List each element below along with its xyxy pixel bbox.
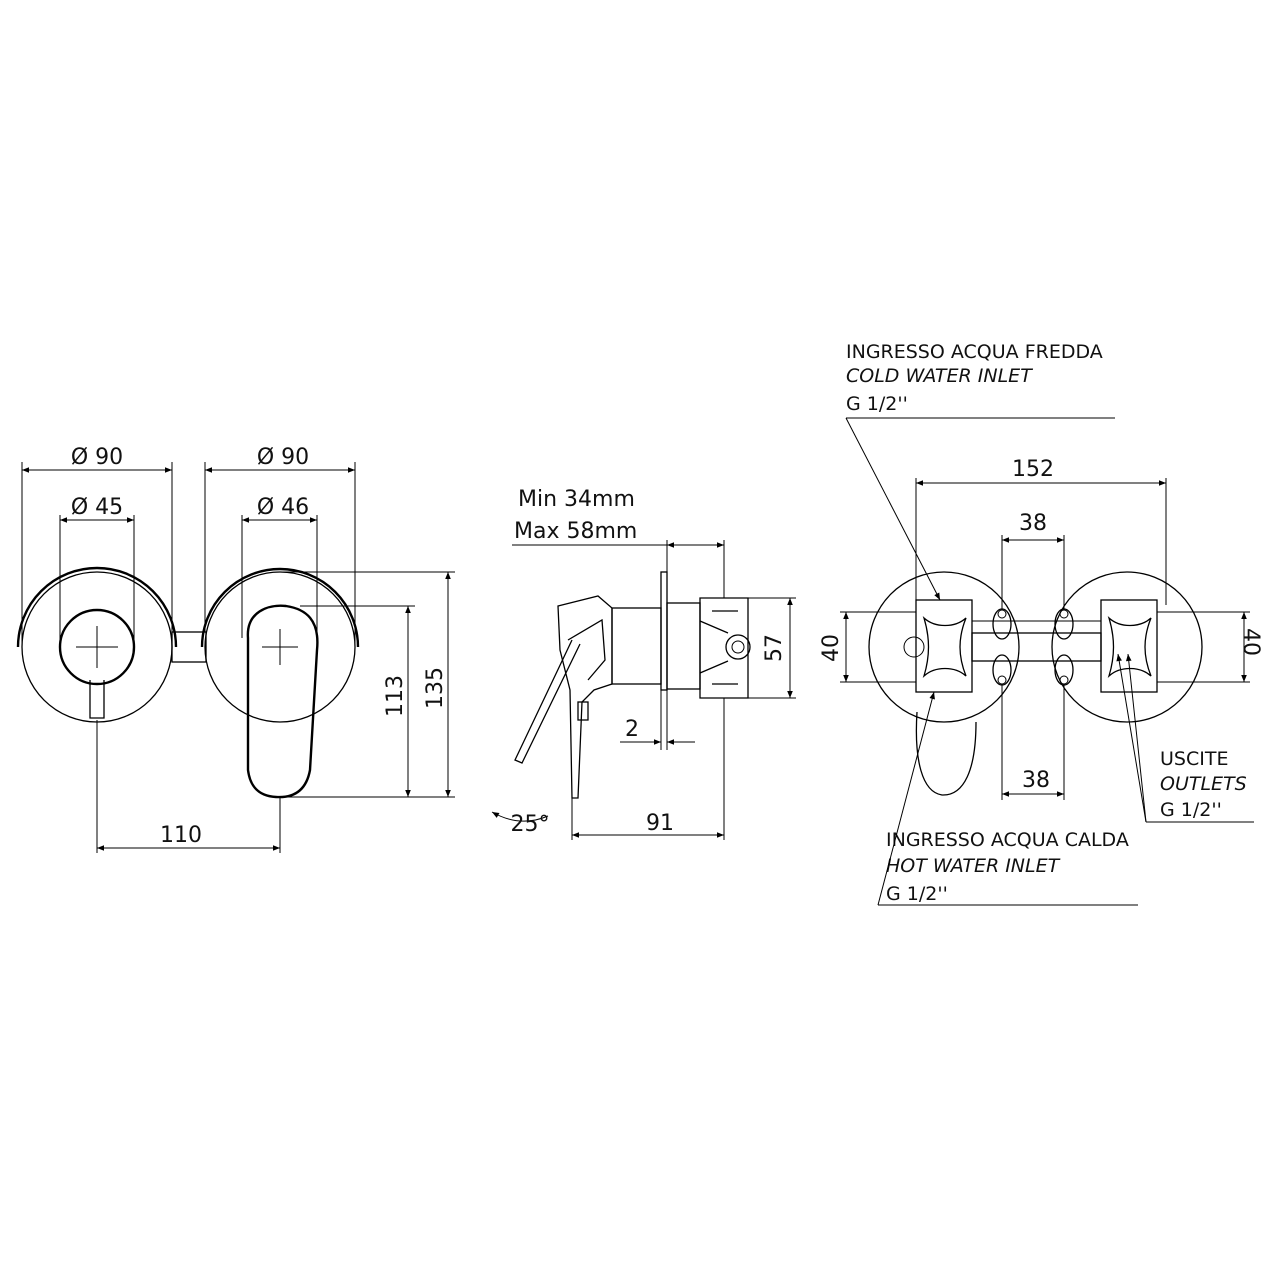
outlets-thread: G 1/2'' (1160, 799, 1222, 821)
valve-knob (725, 634, 751, 660)
dim-dia-outer-left: Ø 90 (71, 445, 123, 470)
dim-height-113: 113 (383, 675, 408, 717)
dim-dia-outer-right: Ø 90 (257, 445, 309, 470)
hot-inlet-block (1100, 599, 1158, 693)
cold-inlet-label-it: INGRESSO ACQUA FREDDA (846, 341, 1103, 363)
cold-inlet-label-en: COLD WATER INLET (846, 365, 1033, 387)
rear-right-rosette (1051, 571, 1203, 723)
dim-spacing-38-top: 38 (1019, 511, 1047, 536)
left-lever-stub (89, 680, 105, 719)
dim-height-135: 135 (423, 667, 448, 709)
dim-angle-25: 25° (511, 812, 550, 837)
cold-inlet-thread: G 1/2'' (846, 393, 908, 415)
label-max-depth: Max 58mm (514, 519, 637, 544)
rear-view: 152 38 38 40 40 INGRESSO ACQUA FREDDA CO… (819, 341, 1263, 906)
dim-dia-inner-right: Ø 46 (257, 495, 309, 520)
label-min-depth: Min 34mm (518, 487, 635, 512)
cartridge-housing (699, 597, 749, 699)
lever-tilted (514, 639, 581, 764)
dim-height-40-right: 40 (1238, 628, 1263, 656)
outlets-label-en: OUTLETS (1160, 773, 1247, 795)
hot-inlet-label-it: INGRESSO ACQUA CALDA (886, 829, 1129, 851)
connecting-bar (171, 631, 207, 663)
side-view: Min 34mm Max 58mm 57 2 91 25° (491, 487, 796, 840)
dim-thickness-2: 2 (625, 717, 639, 742)
dim-height-57: 57 (762, 634, 787, 662)
front-view: Ø 90 Ø 45 Ø 90 Ø 46 113 135 110 (16, 445, 455, 853)
hot-inlet-label-en: HOT WATER INLET (886, 855, 1061, 877)
rear-left-rosette (868, 571, 1020, 723)
wall-plate (660, 571, 668, 691)
dim-length-91: 91 (646, 811, 674, 836)
hot-inlet-thread: G 1/2'' (886, 883, 948, 905)
dim-height-40-left: 40 (819, 634, 844, 662)
lever-side (557, 595, 613, 799)
mixer-body (611, 607, 662, 685)
dim-dia-inner-left: Ø 45 (71, 495, 123, 520)
outlets-label-it: USCITE (1160, 748, 1228, 770)
connecting-pipe (971, 632, 1102, 662)
lever-handle (246, 604, 319, 799)
dim-width-152: 152 (1012, 457, 1054, 482)
rear-lever (915, 711, 977, 796)
dim-spacing-38-bottom: 38 (1022, 768, 1050, 793)
dim-width-110: 110 (160, 823, 202, 848)
